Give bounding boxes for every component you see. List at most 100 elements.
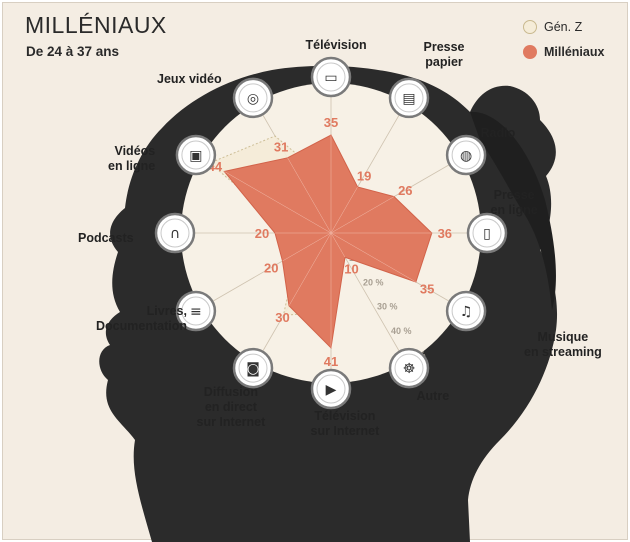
series-spoke-overlay [330, 196, 395, 234]
data-label: 10 [344, 262, 358, 277]
category-label-line: Presse [423, 40, 465, 54]
icon-badge-inner [181, 140, 211, 170]
legend-item-milleniaux: Milléniaux [523, 45, 604, 59]
category-label-line: Vidéos [114, 144, 156, 158]
radio-icon: ◍ [460, 148, 472, 164]
icon-badge-inner [238, 353, 268, 383]
radial-tick-label: 40 % [391, 326, 412, 336]
icon-badge-inner [316, 62, 346, 92]
tv-icon: ▭ [324, 70, 337, 86]
category-label-line: en ligne [108, 159, 156, 173]
category-label-line: Diffusion [203, 385, 258, 399]
mobile-news-icon: ▯ [483, 226, 491, 242]
category-label-line: Musique [537, 330, 589, 344]
meditation-icon: ☸ [403, 361, 416, 377]
data-label: 35 [324, 115, 338, 130]
category-label: Podcasts [78, 231, 134, 246]
icon-badge-inner [394, 353, 424, 383]
category-label-line: Livres, [146, 304, 187, 318]
category-label-line: Autre [416, 389, 450, 403]
icon-badge [388, 77, 430, 119]
music-note-icon: ♫ [460, 304, 473, 320]
category-label: Livres,Documentation [96, 304, 187, 334]
legend-swatch-milleniaux [523, 45, 537, 59]
radial-tick-label: 20 % [363, 277, 384, 287]
series-spoke-overlay [224, 171, 332, 234]
data-label: 35 [420, 282, 434, 297]
chart-title: MILLÉNIAUX [25, 12, 167, 38]
series-spoke-overlay [330, 232, 346, 258]
category-label: Radio [481, 126, 516, 141]
icon-badge [154, 212, 196, 254]
category-label: Télévision [306, 38, 367, 53]
game-controller-icon: ◎ [247, 91, 259, 107]
icon-badge [310, 56, 352, 98]
data-label: 30 [275, 310, 289, 325]
icon-badge-inner [316, 374, 346, 404]
icon-badge [232, 77, 274, 119]
category-label-line: Presse [493, 188, 535, 202]
radial-tick-label: 30 % [377, 302, 398, 312]
icon-badge [310, 368, 352, 410]
icon-badge-inner [451, 296, 481, 326]
icon-badge [466, 212, 508, 254]
category-label-line: Documentation [96, 319, 187, 333]
icon-badge-inner [394, 83, 424, 113]
series-spoke-overlay [288, 232, 332, 306]
legend-item-genz: Gén. Z [523, 20, 582, 34]
series-spoke-overlay [287, 157, 332, 234]
icon-badge-inner [472, 218, 502, 248]
series-spoke-overlay [330, 186, 358, 234]
category-label-line: sur Internet [310, 424, 380, 438]
data-label: 36 [438, 226, 452, 241]
category-label-line: papier [425, 55, 463, 69]
tv-play-icon: ▶ [326, 382, 337, 398]
data-label: 31 [274, 140, 288, 155]
legend-label-milleniaux: Milléniaux [544, 45, 605, 59]
live-stream-icon: ◙ [246, 361, 260, 377]
icon-badge [388, 347, 430, 389]
category-label-line: Podcasts [78, 231, 134, 245]
newspaper-icon: ▤ [402, 91, 415, 107]
legend-swatch-genz [523, 20, 537, 34]
data-label: 26 [398, 183, 412, 198]
category-label-line: Radio [480, 126, 516, 140]
legend-label-genz: Gén. Z [544, 20, 583, 34]
icon-badge [175, 134, 217, 176]
category-label: Autre [417, 389, 450, 404]
icon-badge [445, 290, 487, 332]
icon-badge-inner [160, 218, 190, 248]
category-label: Jeux vidéo [157, 72, 222, 87]
icon-badge [232, 347, 274, 389]
icon-badge [445, 134, 487, 176]
data-label: 20 [255, 226, 269, 241]
category-label-line: Jeux vidéo [157, 72, 222, 86]
series-spoke-overlay [282, 232, 332, 262]
data-label: 19 [357, 169, 371, 184]
category-label-line: Télévision [305, 38, 367, 52]
icon-badge [175, 290, 217, 332]
series-spoke-overlay [330, 232, 416, 283]
headphones-icon: ∩ [170, 226, 180, 242]
category-label-line: Télévision [314, 409, 376, 423]
hair-strands [470, 111, 556, 310]
chart-subtitle: De 24 à 37 ans [26, 44, 120, 59]
icon-badge-inner [181, 296, 211, 326]
icon-badge-inner [238, 83, 268, 113]
data-label: 41 [324, 354, 338, 369]
category-label-line: en ligne [490, 203, 538, 217]
category-label-line: en streaming [524, 345, 602, 359]
icon-badge-inner [451, 140, 481, 170]
video-player-icon: ▣ [189, 148, 202, 164]
books-icon: ≡ [190, 304, 202, 320]
category-label-line: en direct [204, 400, 257, 414]
data-label: 20 [264, 261, 278, 276]
category-label-line: sur Internet [196, 415, 266, 429]
